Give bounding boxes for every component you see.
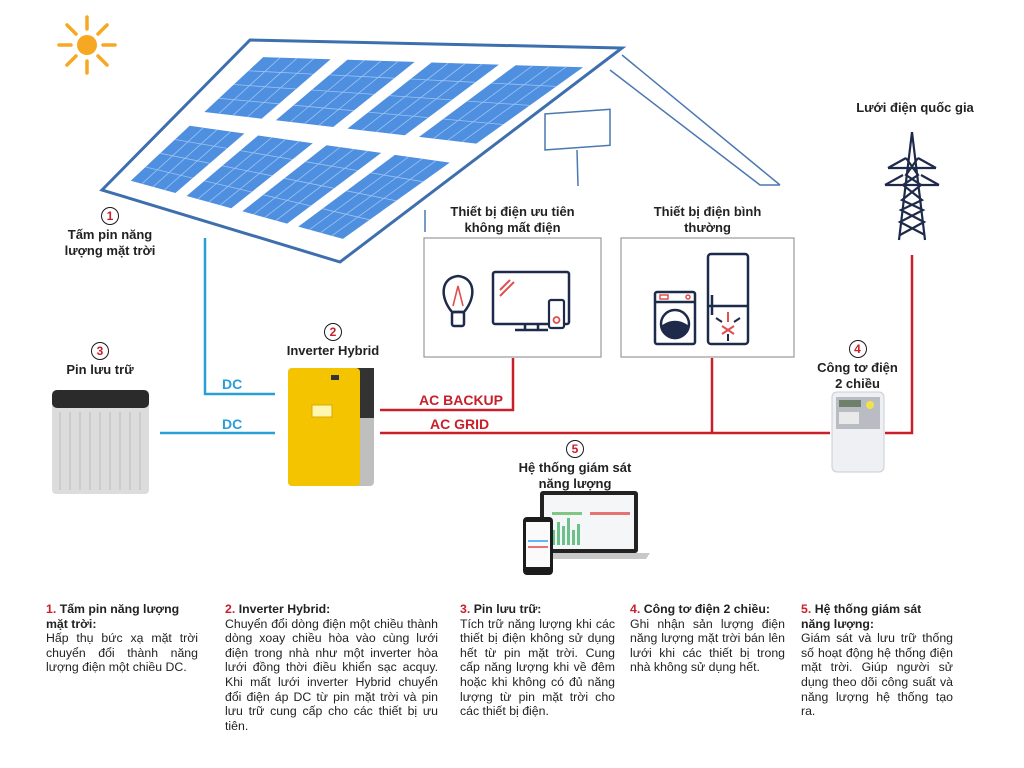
grid-wire [885,255,914,435]
refrigerator-icon [706,252,750,346]
panel-cell-line [346,190,397,202]
remote-control-icon [547,298,566,330]
ac-backup-label: AC BACKUP [419,392,503,408]
description-3: 3. Pin lưu trữ: Tích trữ năng lượng khi … [460,602,615,719]
inverter-label: 2 Inverter Hybrid [286,323,380,358]
panel-cell-line [174,139,228,149]
monitor-label: 5 Hệ thống giám sát năng lượng [518,440,632,491]
number-badge-2: 2 [324,323,342,341]
normal-loads-box [620,237,795,358]
light-bulb-icon [442,274,474,328]
panel-cell-line [145,166,193,179]
washing-machine-icon [653,290,697,346]
solar-panel-label: 1 Tấm pin năng lượng mặt trời [64,207,156,258]
dc-wire-panel [203,238,275,396]
ac-backup-wire [380,358,515,412]
panel-cell-line [410,78,476,83]
panel-cell-line [248,70,314,75]
panel-cell-line [322,208,370,221]
solar-panel [130,125,245,193]
grid-label: Lưới điện quốc gia [856,100,974,115]
ac-wires [380,255,914,435]
number-badge-4: 4 [848,340,867,358]
panel-cell-line [491,82,557,87]
panel-cell-line [219,97,279,105]
description-4: 4. Công tơ điện 2 chiều: Ghi nhận sản lư… [630,602,785,675]
bidirectional-meter [831,391,885,473]
panel-cell-line [240,150,293,160]
description-5: 5. Hệ thống giám sát năng lượng: Giám sá… [801,602,953,719]
solar-panel [186,135,313,209]
monitoring-devices [523,491,650,575]
panel-cell-line [389,95,452,101]
panel-cell-line [311,89,375,95]
panel-cell-line [293,104,354,112]
panel-cell-line [443,118,504,125]
number-badge-5: 5 [566,440,584,458]
solar-panel [204,57,331,119]
number-badge-3: 3 [91,342,109,360]
dc-wires [160,238,275,435]
dc-top-label: DC [222,376,243,392]
description-1: 1. Tấm pin năng lượng mặt trời: Hấp thụ … [46,602,198,675]
solar-panel-array [99,38,627,264]
priority-loads-box [423,237,602,358]
storage-battery [52,390,149,494]
description-2: 2. Inverter Hybrid: Chuyển đổi dòng điện… [225,602,438,733]
solar-panel [347,62,499,136]
ac-grid-label: AC GRID [430,416,490,432]
panel-cell-line [368,111,429,118]
number-badge-1: 1 [101,207,119,225]
panel-cell-line [222,165,273,177]
panel-cell-line [263,194,311,207]
panel-cell-line [305,161,358,171]
house-outline [424,54,781,232]
tv-icon [491,270,571,332]
panel-cell-line [233,84,297,90]
solar-panel [298,154,450,239]
dc-bottom-label: DC [222,416,243,432]
hybrid-inverter [288,368,374,486]
normal-loads-label: Thiết bị điện bình thường [653,204,762,235]
priority-loads-label: Thiết bị điện ưu tiên không mất điện [450,204,575,235]
power-tower-icon [884,131,940,241]
solar-panel [275,59,415,127]
sun-icon [57,15,117,75]
panel-cell-line [370,172,424,183]
panel-cell-line [329,74,395,79]
panel-cell-line [204,180,252,193]
panel-cell-line [160,152,210,164]
battery-label: 3 Pin lưu trữ [66,342,134,377]
solar-panel [242,145,382,224]
panel-cell-line [467,100,530,106]
panel-cell-line [284,177,335,189]
window-icon [544,108,611,151]
solar-panel [419,65,584,144]
meter-label: 4 Công tơ điện 2 chiều [817,340,898,391]
